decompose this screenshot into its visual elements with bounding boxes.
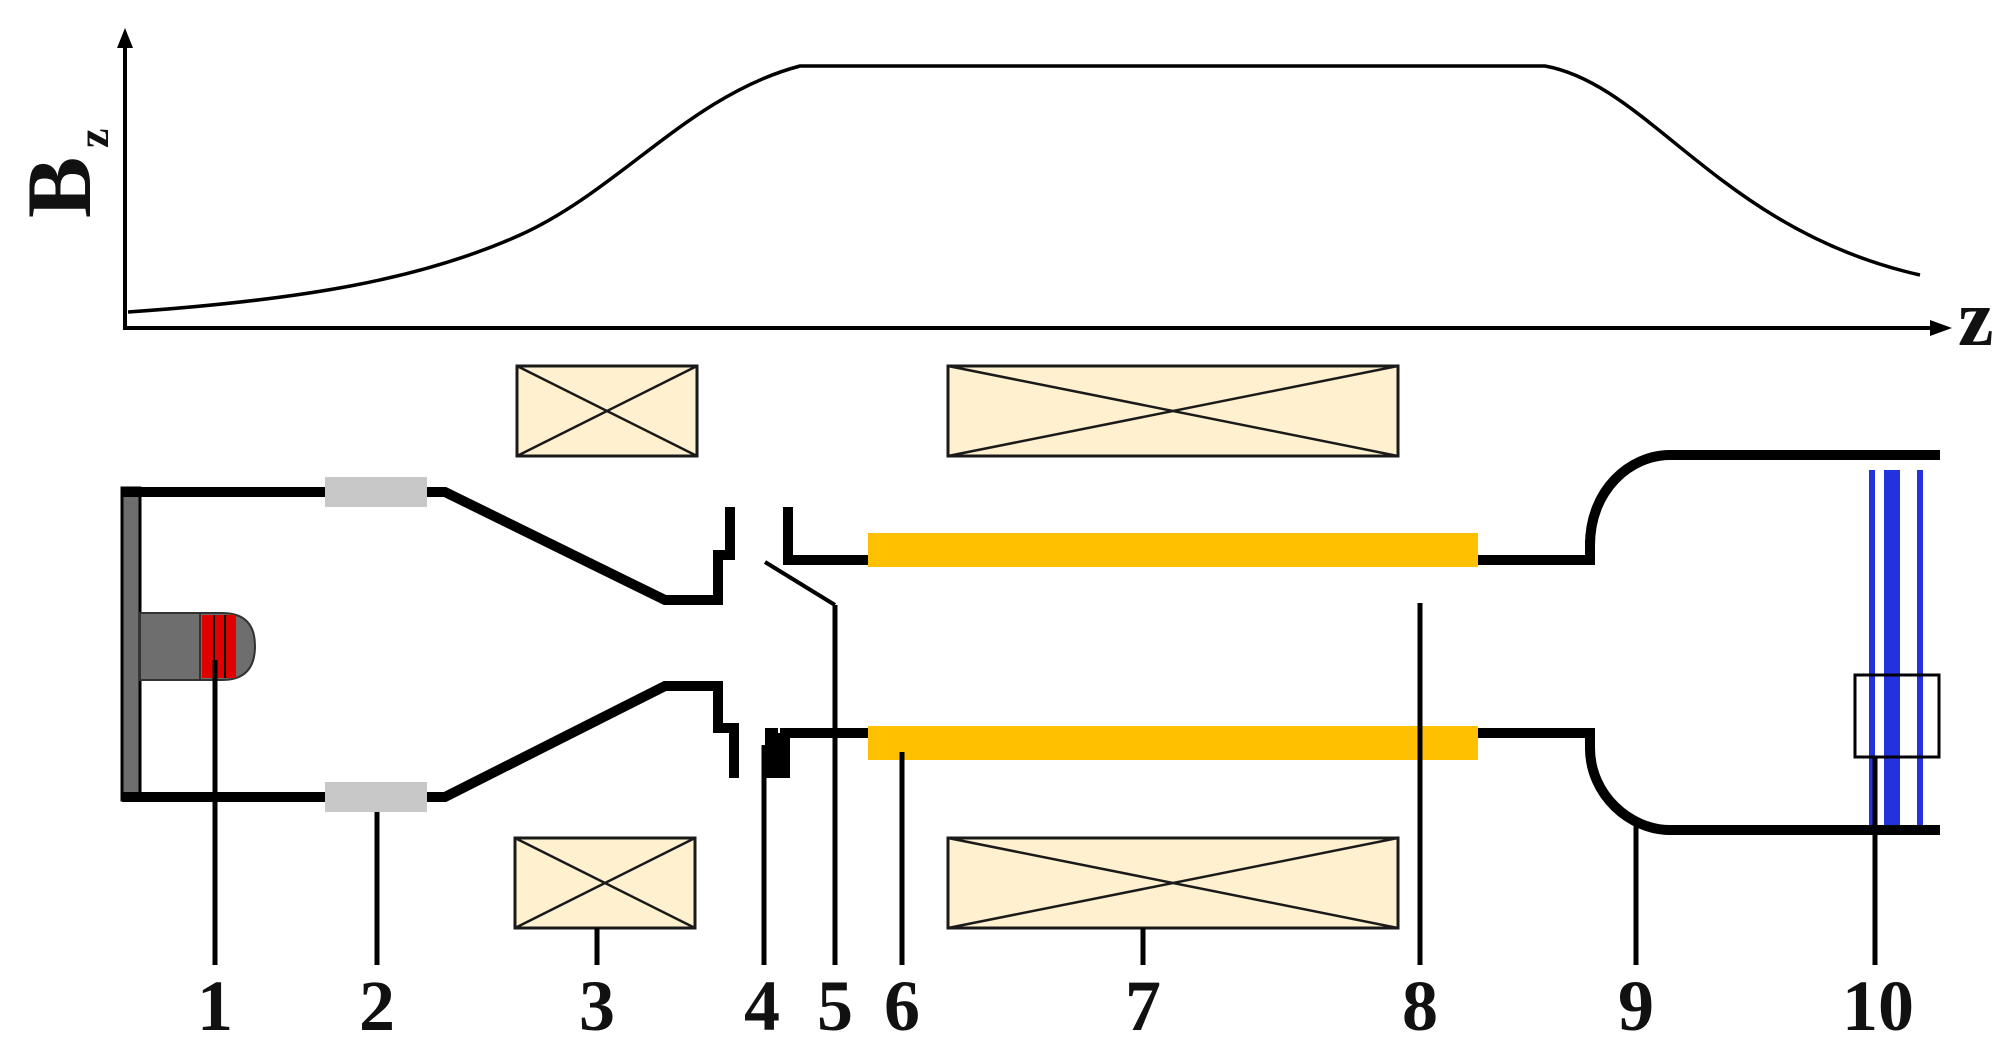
aperture-section bbox=[763, 507, 868, 778]
label-1: 1 bbox=[197, 966, 233, 1046]
label-8: 8 bbox=[1402, 966, 1438, 1046]
x-axis-arrow-icon bbox=[1930, 320, 1952, 336]
coil-gun-top bbox=[515, 364, 699, 458]
label-4: 4 bbox=[744, 966, 780, 1046]
y-axis-label: B bbox=[8, 157, 110, 218]
field-profile-plot: B z z bbox=[8, 28, 1994, 363]
drift-tube bbox=[868, 533, 1595, 760]
insulator-top bbox=[325, 477, 427, 507]
x-axis-label: z bbox=[1958, 275, 1994, 363]
cathode-emitter bbox=[139, 612, 257, 681]
coil-main-top bbox=[946, 364, 1400, 458]
drift-tube-top bbox=[868, 533, 1478, 567]
gun-body bbox=[120, 477, 739, 812]
beam-scraper bbox=[763, 560, 837, 607]
label-10: 10 bbox=[1842, 966, 1914, 1046]
cathode-back-plate bbox=[120, 486, 142, 802]
part-labels: 1 2 3 4 5 6 7 8 9 10 bbox=[197, 966, 1914, 1046]
insulator-bottom bbox=[325, 782, 427, 812]
collector bbox=[1585, 450, 1941, 835]
coil-gun-bottom bbox=[513, 836, 697, 930]
label-5: 5 bbox=[817, 966, 853, 1046]
y-axis-subscript: z bbox=[69, 128, 118, 148]
label-2: 2 bbox=[359, 966, 395, 1046]
drift-tube-bottom bbox=[868, 726, 1478, 760]
label-3: 3 bbox=[579, 966, 615, 1046]
collector-box bbox=[1853, 673, 1941, 759]
bz-curve bbox=[127, 64, 1921, 314]
label-7: 7 bbox=[1125, 966, 1161, 1046]
emitter-band bbox=[202, 615, 236, 678]
coil-main-bottom bbox=[946, 836, 1400, 930]
label-9: 9 bbox=[1618, 966, 1654, 1046]
label-6: 6 bbox=[884, 966, 920, 1046]
leader-lines bbox=[212, 603, 1878, 965]
y-axis-arrow-icon bbox=[117, 28, 133, 48]
